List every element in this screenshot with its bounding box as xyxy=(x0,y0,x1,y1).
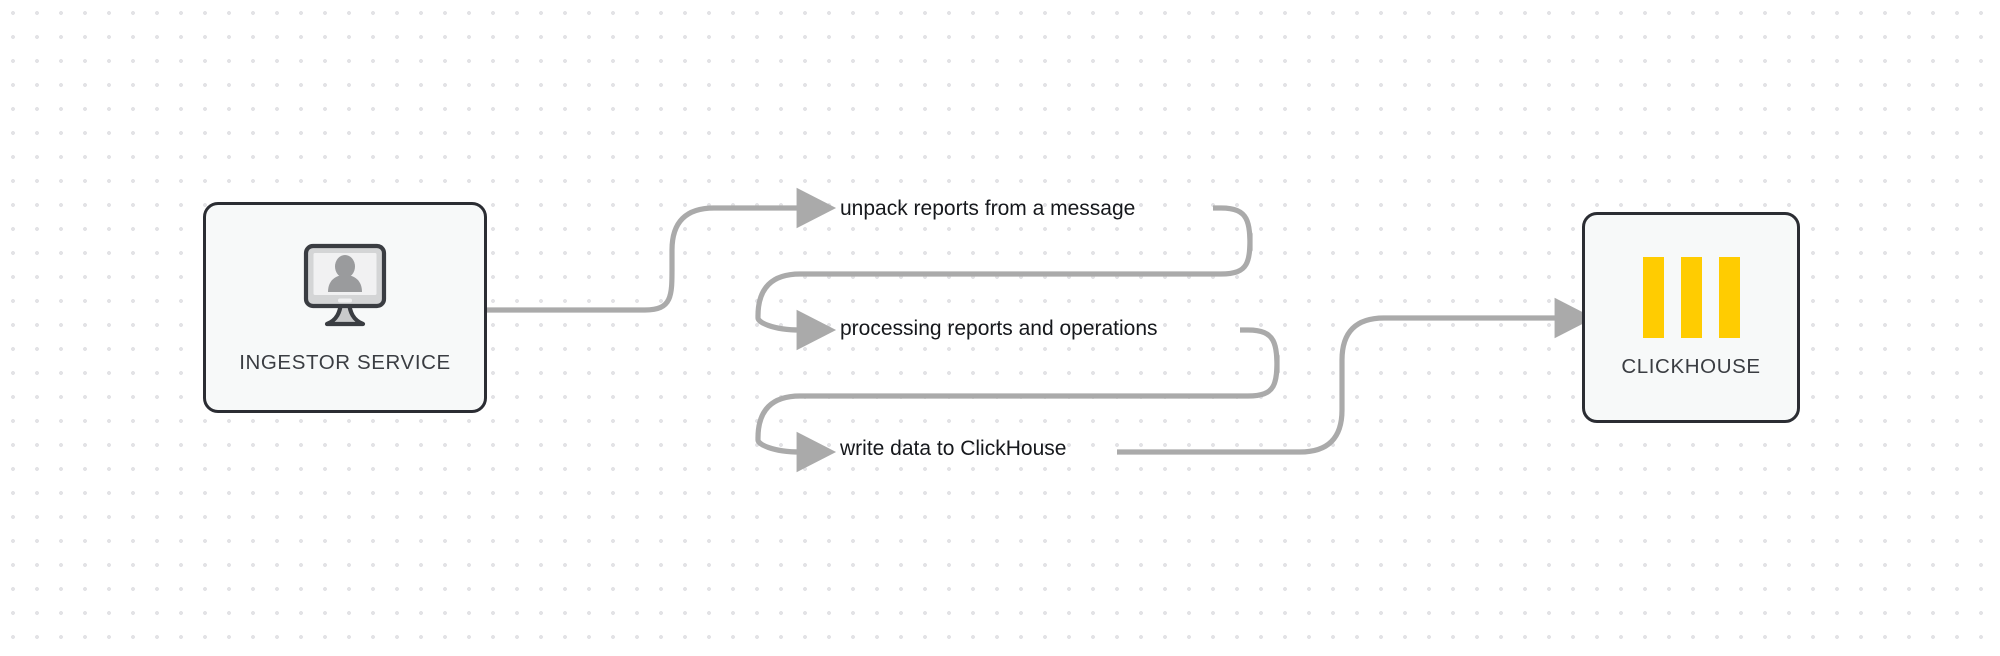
clickhouse-bar-1 xyxy=(1642,256,1664,338)
monitor-user-icon xyxy=(296,240,394,335)
node-label-clickhouse: CLICKHOUSE xyxy=(1621,354,1761,378)
edge-segment-row1-uturn xyxy=(1208,206,1250,250)
edge-label-write-data: write data to ClickHouse xyxy=(840,437,1067,460)
edge-segment-row1-to-row2 xyxy=(755,205,1253,351)
edge-segment-row2-to-row3 xyxy=(755,327,1280,473)
node-ingestor-service[interactable]: INGESTOR SERVICE xyxy=(203,202,487,413)
node-label-ingestor-service: INGESTOR SERVICE xyxy=(239,351,451,374)
node-clickhouse[interactable]: CLICKHOUSE xyxy=(1582,212,1800,423)
clickhouse-bar-3 xyxy=(1718,256,1740,338)
edge-segment-ingestor-to-row1 xyxy=(487,187,837,313)
edge-segment-row3-to-clickhouse xyxy=(1117,297,1595,455)
edge-label-processing-reports: processing reports and operations xyxy=(840,317,1158,340)
clickhouse-bar-2 xyxy=(1680,256,1702,338)
clickhouse-bars-icon xyxy=(1642,256,1740,338)
edge-label-unpack-reports: unpack reports from a message xyxy=(840,197,1136,220)
